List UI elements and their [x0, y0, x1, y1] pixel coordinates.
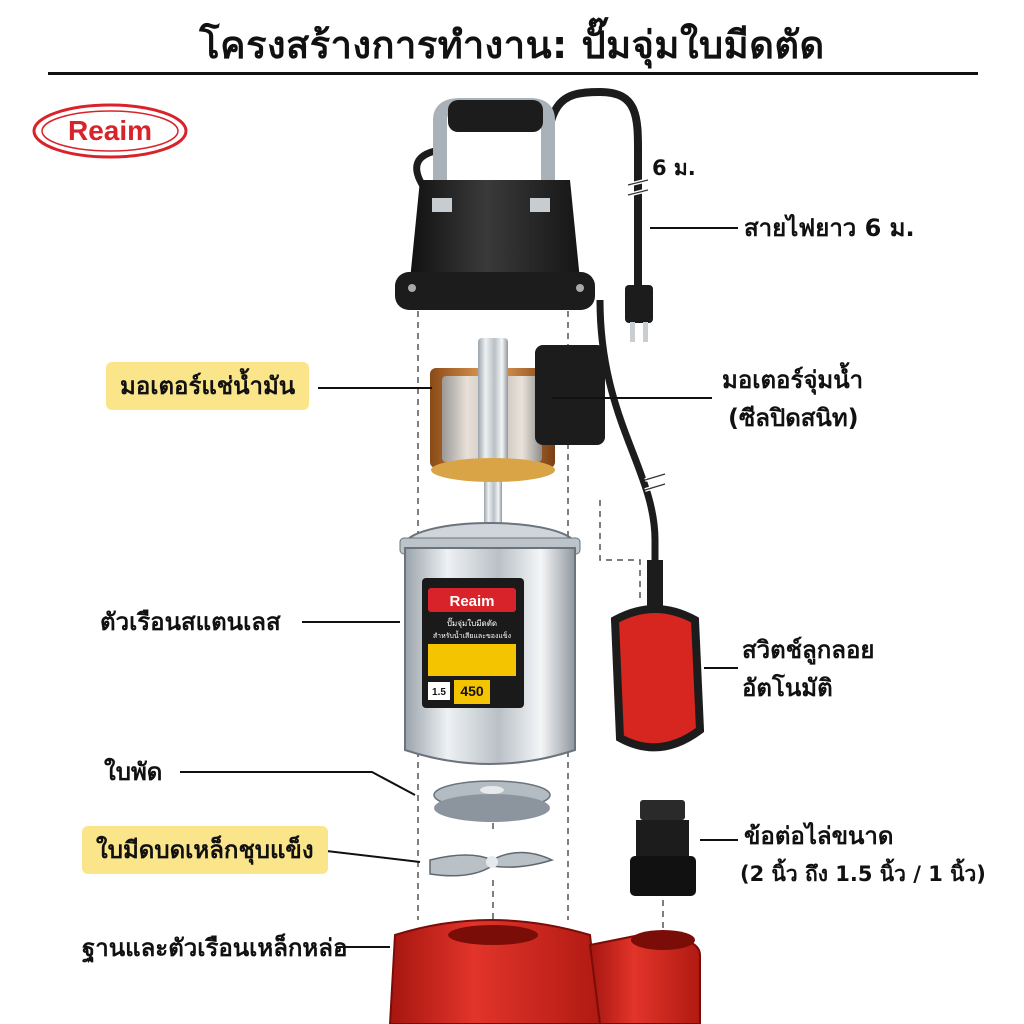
- label-float-switch-line1: สวิตช์ลูกลอย: [742, 636, 875, 664]
- body-label-size: 1.5: [432, 687, 446, 698]
- cast-iron-base: [388, 919, 701, 1024]
- page-title: โครงสร้างการทำงาน: ปั๊มจุ่มใบมีดตัด: [199, 23, 825, 67]
- motor-stator: [430, 338, 605, 538]
- float-cable: [596, 299, 659, 610]
- title-divider: [48, 72, 978, 75]
- label-cable: สายไฟยาว 6 ม.: [744, 214, 915, 242]
- logo-text: Reaim: [68, 115, 152, 146]
- body-label-line1: ปั๊มจุ่มใบมีดตัด: [447, 617, 497, 628]
- label-adapter-line2: (2 นิ้ว ถึง 1.5 นิ้ว / 1 นิ้ว): [740, 862, 986, 886]
- float-switch: [610, 560, 705, 752]
- leader-lines: [180, 227, 738, 948]
- label-impeller: ใบพัด: [104, 758, 163, 786]
- body-label-watt: 450: [460, 683, 484, 699]
- hose-adapter: [630, 800, 696, 896]
- body-label-brand: Reaim: [449, 593, 494, 610]
- label-cutter-blade: ใบมีดบดเหล็กชุบแข็ง: [82, 826, 328, 874]
- power-plug: [625, 285, 653, 342]
- body-label-line2: สำหรับน้ำเสียและของแข็ง: [433, 629, 511, 640]
- label-cable-length: 6 ม.: [652, 156, 696, 180]
- label-sealed-motor-line1: มอเตอร์จุ่มน้ำ: [722, 366, 864, 394]
- cutter-blade: [429, 851, 555, 877]
- label-stainless-body: ตัวเรือนสแตนเลส: [100, 608, 281, 636]
- reaim-logo: Reaim: [32, 103, 188, 159]
- label-adapter-line1: ข้อต่อไล่ขนาด: [744, 822, 894, 850]
- stainless-body: Reaim ปั๊มจุ่มใบมีดตัด สำหรับน้ำเสียและข…: [399, 522, 581, 765]
- motor-top-cap: [395, 98, 595, 310]
- label-sealed-motor-line2: (ซีลปิดสนิท): [728, 404, 859, 432]
- label-base-housing: ฐานและตัวเรือนเหล็กหล่อ: [82, 934, 348, 962]
- impeller: [433, 780, 551, 822]
- label-float-switch-line2: อัตโนมัติ: [742, 674, 833, 702]
- label-oil-motor: มอเตอร์แช่น้ำมัน: [106, 362, 310, 410]
